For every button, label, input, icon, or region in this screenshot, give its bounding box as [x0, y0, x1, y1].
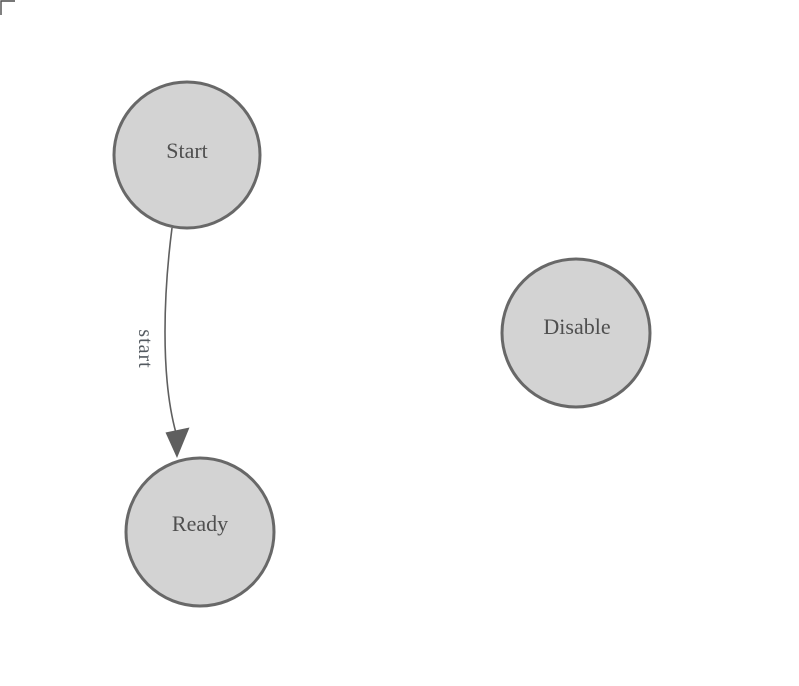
node-start: Start — [112, 80, 262, 230]
edge-start-to-ready: start — [134, 227, 190, 458]
node-disable: Disable — [500, 257, 652, 409]
corner-bracket-icon — [0, 0, 15, 15]
edge-arrowhead-icon — [165, 427, 190, 458]
edge-line[interactable] — [164, 227, 177, 434]
node-ready-circle[interactable] — [124, 456, 276, 608]
edge-label: start — [134, 329, 156, 368]
node-disable-circle[interactable] — [500, 257, 652, 409]
node-start-circle[interactable] — [112, 80, 262, 230]
node-ready: Ready — [124, 456, 276, 608]
